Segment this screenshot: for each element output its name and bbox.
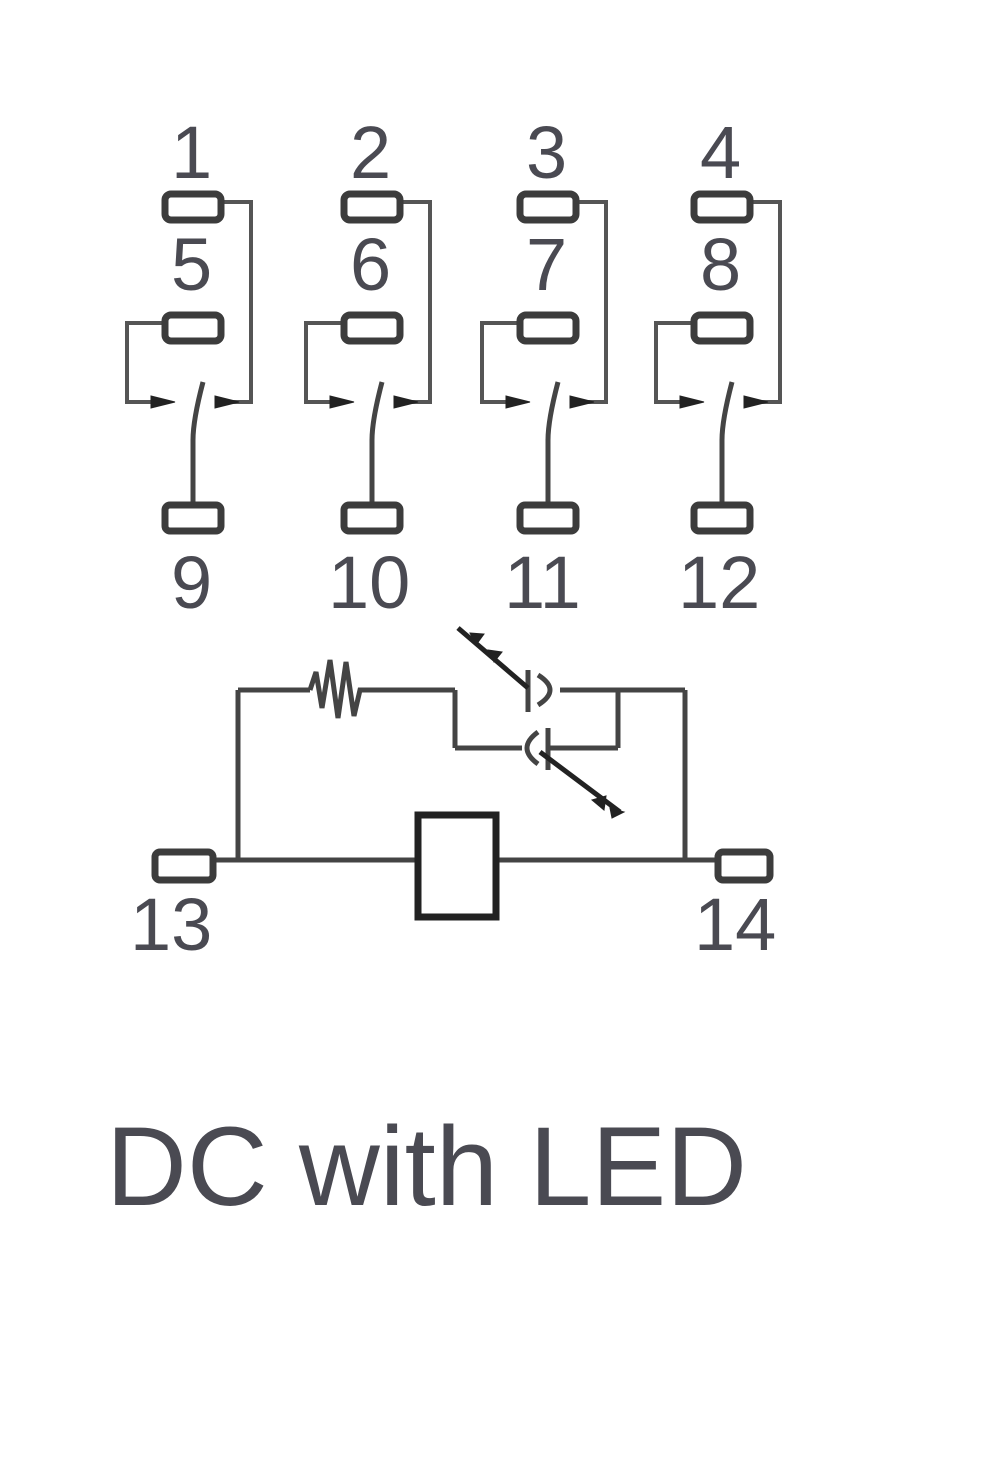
contact-arrow-icon	[214, 395, 240, 409]
resistor-icon	[307, 659, 455, 719]
contact-arrow-icon	[150, 395, 176, 409]
pin-label-no: 8	[700, 223, 741, 306]
pin-label-nc: 3	[526, 111, 567, 194]
contact-arrow-icon	[679, 395, 705, 409]
terminal-common	[690, 501, 754, 535]
diode-icon	[524, 728, 626, 819]
switch-blade-icon	[190, 381, 206, 505]
contact-groups: 1 5 9 2 6 10 3 7 11 4 8 12	[125, 111, 782, 624]
no-wire	[125, 321, 165, 404]
terminal-14	[714, 848, 774, 884]
terminal-no	[690, 311, 754, 345]
pin-label-14: 14	[694, 883, 776, 966]
pin-label-common: 12	[678, 541, 760, 624]
terminal-nc	[340, 190, 404, 224]
terminal-common	[161, 501, 225, 535]
terminal-nc	[516, 190, 580, 224]
switch-blade-icon	[545, 381, 561, 505]
terminal-common	[340, 501, 404, 535]
nc-wire	[400, 200, 432, 404]
contact-arrow-icon	[505, 395, 531, 409]
pin-label-nc: 2	[350, 111, 391, 194]
nc-wire	[221, 200, 253, 404]
pin-label-common: 11	[504, 541, 581, 624]
terminal-no	[161, 311, 225, 345]
nc-wire	[750, 200, 782, 404]
pin-label-no: 6	[350, 223, 391, 306]
pin-label-common: 9	[171, 541, 212, 624]
no-wire	[304, 321, 344, 404]
pin-label-common: 10	[328, 541, 410, 624]
contact-arrow-icon	[329, 395, 355, 409]
contact-arrow-icon	[743, 395, 769, 409]
contact-group: 2 6 10	[304, 111, 432, 624]
contact-group: 4 8 12	[654, 111, 782, 624]
nc-wire	[576, 200, 608, 404]
diagram-caption: DC with LED	[106, 1104, 747, 1229]
pin-label-nc: 1	[171, 111, 212, 194]
pin-label-nc: 4	[700, 111, 741, 194]
terminal-no	[516, 311, 580, 345]
switch-blade-icon	[369, 381, 385, 505]
terminal-nc	[161, 190, 225, 224]
pin-label-no: 7	[526, 223, 567, 306]
pin-label-13: 13	[130, 883, 212, 966]
contact-arrow-icon	[393, 395, 419, 409]
contact-arrow-icon	[569, 395, 595, 409]
terminal-nc	[690, 190, 754, 224]
no-wire	[654, 321, 694, 404]
terminal-no	[340, 311, 404, 345]
switch-blade-icon	[719, 381, 735, 505]
pin-label-no: 5	[171, 223, 212, 306]
terminal-13	[151, 848, 217, 884]
coil-icon	[414, 811, 500, 921]
no-wire	[480, 321, 520, 404]
contact-group: 1 5 9	[125, 111, 253, 624]
led-icon	[456, 626, 553, 712]
contact-group: 3 7 11	[480, 111, 608, 624]
terminal-common	[516, 501, 580, 535]
coil-circuit: 13 14	[130, 626, 776, 966]
